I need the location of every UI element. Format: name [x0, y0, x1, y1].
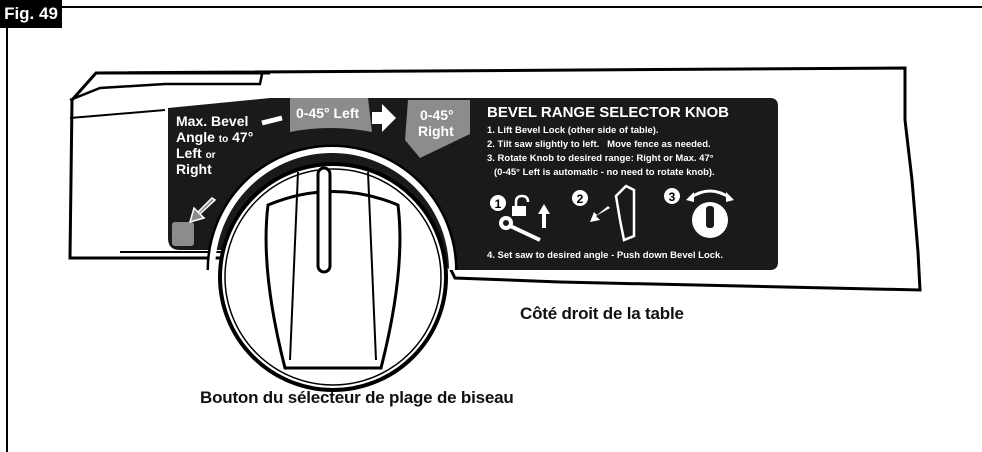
- left-arrow-icon: [590, 206, 610, 222]
- step-3-badge: [664, 188, 680, 204]
- knob-grip: [264, 190, 402, 370]
- max-bevel-arrow: [188, 197, 217, 224]
- decal-step-4: 4. Set saw to desired angle - Push down …: [487, 250, 723, 261]
- knob-callout: Bouton du sélecteur de plage de biseau: [200, 388, 514, 407]
- max-bevel-indicator: [172, 222, 194, 246]
- decal-step-3: 3. Rotate Knob to desired range: Right o…: [487, 153, 714, 164]
- right-range-text-1: 0-45°: [420, 107, 454, 123]
- left-range-badge: [290, 98, 372, 132]
- figure-frame-left: [6, 6, 8, 452]
- table-chamfer: [69, 73, 264, 102]
- max-bevel-text-1: Max. Bevel: [176, 113, 248, 129]
- figure-label: Fig. 49: [0, 0, 62, 28]
- max-bevel-slash: [261, 115, 283, 126]
- knob-pointer-slot: [316, 166, 332, 274]
- decal-step-1: 1. Lift Bevel Lock (other side of table)…: [487, 125, 659, 136]
- up-arrow-icon: [538, 204, 550, 228]
- right-range-text-2: Right: [418, 123, 454, 139]
- step-2-number: 2: [577, 192, 584, 206]
- step-1-number: 1: [495, 197, 502, 211]
- step-2-badge: [572, 190, 588, 206]
- knob-bezel: [206, 144, 458, 271]
- decal-title: BEVEL RANGE SELECTOR KNOB: [487, 104, 729, 121]
- table-inner-edge: [69, 109, 166, 119]
- max-bevel-text-2: Angle to 47°: [176, 129, 253, 145]
- decal-step-3b: (0-45° Left is automatic - no need to ro…: [494, 167, 715, 178]
- left-range-text: 0-45° Left: [296, 105, 360, 121]
- step-1-badge: [490, 195, 506, 211]
- decal-step-2: 2. Tilt saw slightly to left. Move fence…: [487, 139, 711, 150]
- figure-frame-top: [0, 6, 982, 8]
- lock-icon: [514, 194, 530, 210]
- lock-body-icon: [512, 206, 526, 216]
- table-side-callout: Côté droit de la table: [520, 304, 684, 323]
- step-3-number: 3: [669, 190, 676, 204]
- max-bevel-text-4: Right: [176, 161, 212, 177]
- right-range-badge: [405, 100, 470, 158]
- saw-tilt-icon: [614, 184, 636, 242]
- range-arrow: [372, 104, 396, 132]
- max-bevel-text-3: Left or: [176, 145, 216, 161]
